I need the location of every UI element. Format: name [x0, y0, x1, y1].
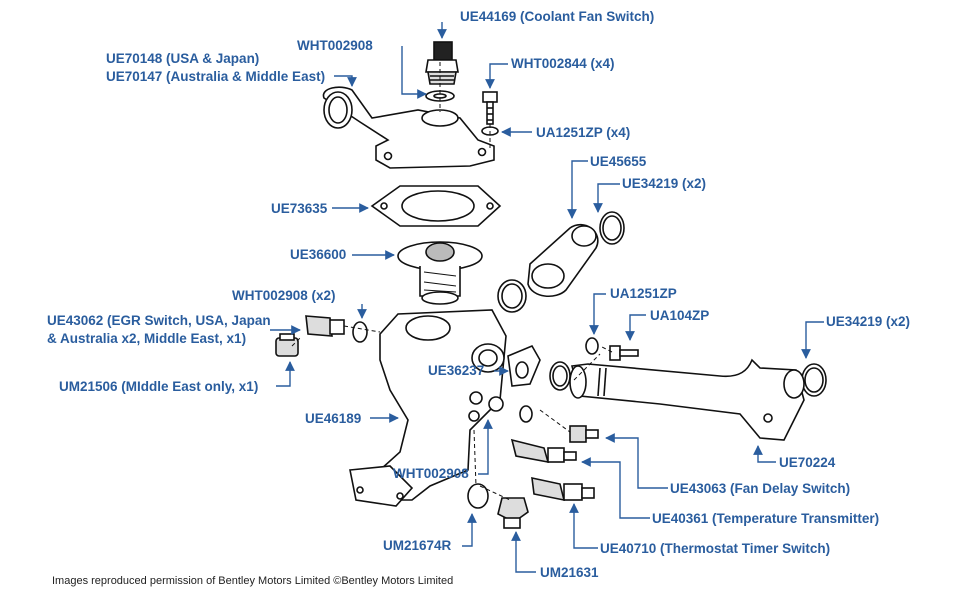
egr-washer-part — [352, 321, 368, 343]
label-ue34219-top: UE34219 (x2) — [622, 176, 707, 191]
bracket-ue36237-part — [507, 344, 541, 387]
label-um21506: UM21506 (MIddle East only, x1) — [59, 379, 259, 394]
bolt-part — [482, 91, 498, 125]
leader-um21674r — [462, 513, 477, 547]
label-ue40710: UE40710 (Thermostat Timer Switch) — [600, 541, 831, 556]
leader-lines — [270, 22, 824, 573]
egr-switch-part — [305, 315, 345, 337]
label-ue70147: UE70147 (Australia & Middle East) — [106, 69, 326, 84]
label-um21674r: UM21674R — [383, 538, 452, 553]
leader-wht002908-top — [401, 46, 427, 99]
gasket-part — [370, 185, 502, 227]
thermostat-timer-switch-part — [531, 476, 595, 502]
washer-um21674r-part — [467, 483, 489, 509]
parts-line-art — [275, 41, 827, 529]
leader-ue43063 — [605, 433, 668, 489]
leader-ue40710 — [569, 503, 598, 549]
label-wht002908-top: WHT002908 — [297, 38, 373, 53]
label-ue70224: UE70224 — [779, 455, 836, 470]
thermostat-part — [397, 241, 483, 305]
label-um21631: UM21631 — [540, 565, 599, 580]
label-ue70148: UE70148 (USA & Japan) — [106, 51, 260, 66]
label-ue43063: UE43063 (Fan Delay Switch) — [670, 481, 851, 496]
leader-ue40361 — [581, 457, 650, 519]
leader-ua104zp — [625, 314, 646, 341]
plug-um21506-part — [275, 333, 299, 357]
leader-ue70147 — [334, 75, 357, 87]
leader-ue45655 — [567, 160, 588, 219]
construction-lines — [291, 62, 613, 501]
label-wht002908-x2: WHT002908 (x2) — [232, 288, 336, 303]
label-ua1251zp: UA1251ZP — [610, 286, 677, 301]
leader-wht002844 — [485, 63, 508, 89]
coolant-housing-part — [349, 309, 507, 507]
thermostat-housing-part — [322, 86, 495, 169]
pipe-ue70224-part — [569, 358, 805, 441]
label-ue36600: UE36600 — [290, 247, 347, 262]
label-ue73635: UE73635 — [271, 201, 328, 216]
washer-wht002908-part — [519, 405, 533, 423]
label-ue46189: UE46189 — [305, 411, 362, 426]
label-ue44169: UE44169 (Coolant Fan Switch) — [460, 9, 655, 24]
washer-ua1251zp-part — [585, 337, 599, 355]
label-wht002908-bottom: WHT002908 — [393, 466, 469, 481]
coolant-fan-switch-part — [425, 41, 459, 85]
temperature-transmitter-part — [510, 438, 577, 464]
leader-ue34219-top — [593, 183, 620, 213]
leader-um21506 — [276, 361, 295, 387]
label-wht002844: WHT002844 (x4) — [511, 56, 615, 71]
label-ua104zp: UA104ZP — [650, 308, 710, 323]
leader-um21631 — [511, 531, 536, 573]
label-ue45655: UE45655 — [590, 154, 647, 169]
label-ue40361: UE40361 (Temperature Transmitter) — [652, 511, 880, 526]
label-ue36237: UE36237 — [428, 363, 485, 378]
leader-wht002908-bottom — [478, 419, 493, 475]
hose-ue45655-part — [527, 223, 599, 297]
leader-ua1251zp — [589, 293, 606, 335]
plug-um21631-part — [497, 497, 529, 529]
label-ue34219-right: UE34219 (x2) — [826, 314, 911, 329]
copyright-footer: Images reproduced permission of Bentley … — [52, 575, 454, 587]
bolt-ua104zp-part — [609, 345, 639, 361]
fan-delay-switch-part — [569, 425, 599, 443]
leader-ue70224 — [753, 445, 776, 463]
label-ua1251zp-x4: UA1251ZP (x4) — [536, 125, 631, 140]
leader-ue34219-right — [801, 321, 824, 359]
label-ue43062-line2: & Australia x2, Middle East, x1) — [47, 331, 247, 346]
label-ue43062-line1: UE43062 (EGR Switch, USA, Japan — [47, 313, 271, 328]
